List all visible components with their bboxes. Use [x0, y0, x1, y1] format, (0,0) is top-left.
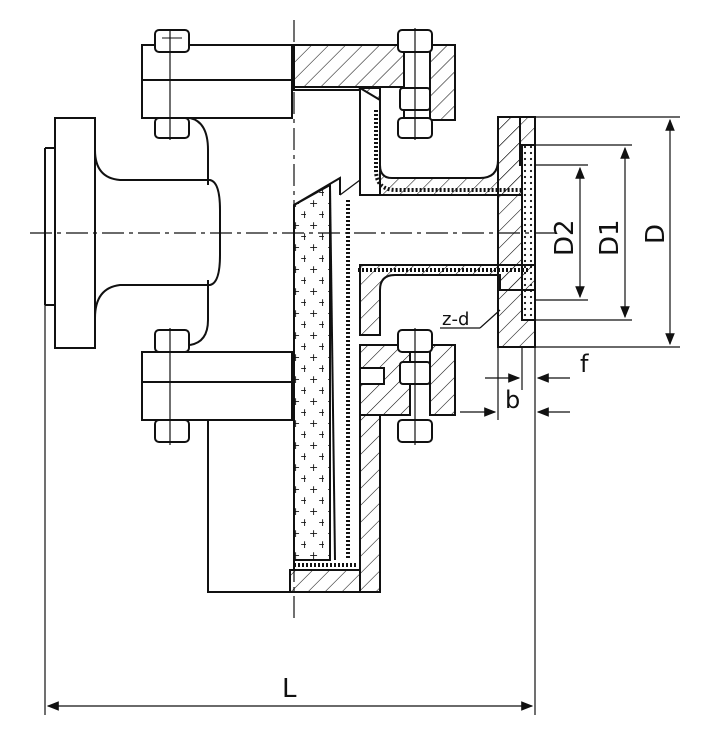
label-z-d: z-d [442, 309, 469, 330]
label-d2: D2 [550, 219, 580, 256]
strainer-screen [293, 176, 361, 571]
top-left-bolt [154, 29, 190, 140]
inlet-flange [44, 117, 221, 349]
label-d: D [641, 224, 671, 244]
body-left-wall [189, 117, 209, 346]
label-b: b [505, 386, 520, 414]
bottom-right-bolt [397, 328, 433, 445]
label-l: L [282, 674, 297, 704]
lower-chamber [207, 414, 381, 593]
outlet-flange [497, 116, 536, 348]
label-f: f [580, 350, 589, 378]
upper-liner [374, 110, 530, 192]
label-d1: D1 [595, 219, 625, 256]
dimension-lines [44, 116, 680, 715]
lower-body-wall [358, 264, 536, 336]
top-right-bolt [397, 28, 433, 140]
bottom-left-bolt [154, 328, 190, 445]
bottom-cover-flange [141, 344, 456, 421]
